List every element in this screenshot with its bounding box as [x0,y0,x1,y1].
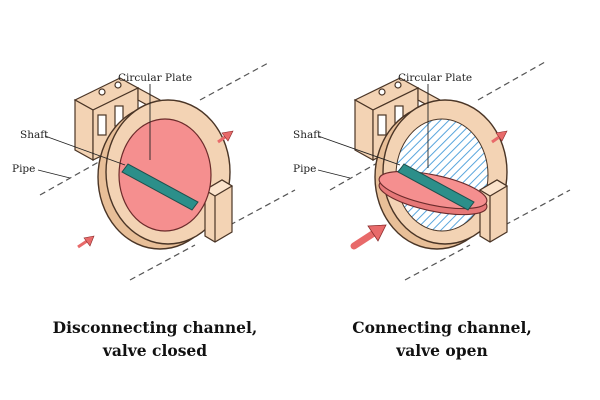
right-label-pipe: Pipe [293,163,316,175]
left-flow-arrow-in [77,235,95,249]
left-pipe-lines [39,61,296,281]
left-circular-plate [118,118,212,232]
caption-valve-closed: Disconnecting channel, valve closed [25,316,285,362]
valve-closed-illustration: Circular Plate Shaft Pipe [12,61,296,281]
right-flow-arrow-out [491,130,508,144]
caption-left-line-2: valve closed [102,341,208,360]
right-circular-plate [378,163,488,216]
caption-right-line-2: valve open [396,341,488,360]
left-shaft [121,163,199,211]
right-flow-arrow-in [350,224,387,250]
caption-right-line-1: Connecting channel, [352,318,532,337]
right-label-shaft: Shaft [293,129,322,141]
right-label-circular-plate: Circular Plate [398,72,472,84]
right-leader-lines [317,84,429,179]
left-flow-arrow-out [217,130,234,144]
right-pipe-lines [329,61,571,281]
left-label-shaft: Shaft [20,129,49,141]
left-label-pipe: Pipe [12,163,35,175]
caption-valve-open: Connecting channel, valve open [312,316,572,362]
caption-left-line-1: Disconnecting channel, [52,318,258,337]
right-shaft [397,163,475,211]
valve-open-illustration: Circular Plate Shaft Pipe [293,61,571,281]
left-label-circular-plate: Circular Plate [118,72,192,84]
left-leader-lines [37,84,151,179]
